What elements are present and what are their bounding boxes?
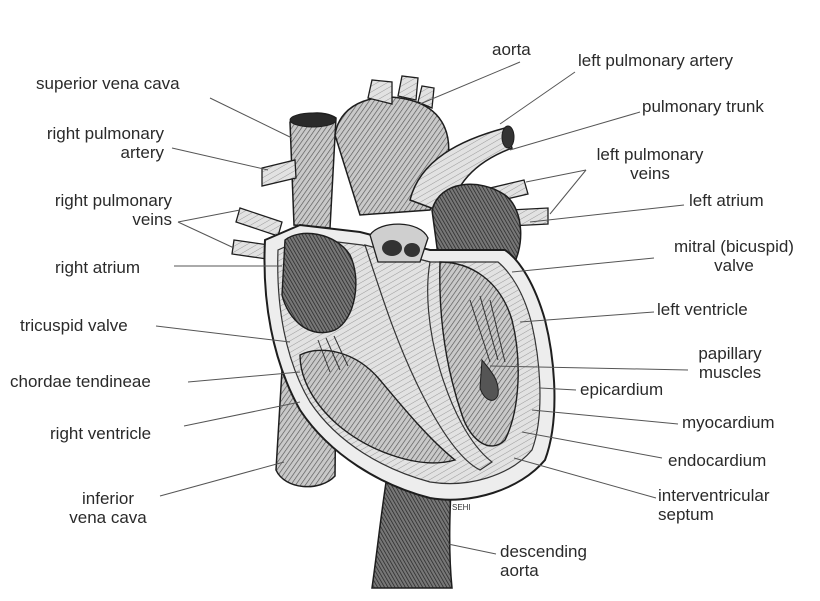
- papillary-muscle: [479, 358, 499, 401]
- label-right-pulmonary-veins-line2: veins: [132, 210, 172, 229]
- label-interventricular-septum-line1: interventricular: [658, 486, 770, 505]
- label-left-pulmonary-veins: left pulmonary veins: [582, 145, 718, 183]
- label-descending-aorta-line2: aorta: [500, 561, 539, 580]
- superior-vena-cava-vessel: [289, 112, 337, 229]
- label-papillary-muscles-line1: papillary: [698, 344, 762, 363]
- label-left-pulmonary-artery: left pulmonary artery: [578, 51, 733, 70]
- aortic-branch-2: [397, 75, 419, 101]
- label-right-ventricle: right ventricle: [50, 424, 152, 443]
- label-mitral-valve-line2: valve: [714, 256, 754, 275]
- chordae-strokes: [317, 295, 506, 373]
- left-ventricle-cavity: [439, 261, 519, 447]
- septum-wall: [364, 244, 494, 471]
- label-right-atrium: right atrium: [55, 258, 141, 277]
- label-epicardium: epicardium: [580, 380, 664, 399]
- label-mitral-valve-line1: mitral (bicuspid): [674, 237, 794, 256]
- label-tricuspid-valve: tricuspid valve: [20, 316, 128, 335]
- label-right-pulmonary-veins: right pulmonary veins: [24, 191, 172, 229]
- label-left-ventricle: left ventricle: [657, 300, 748, 319]
- label-pulmonary-trunk: pulmonary trunk: [642, 97, 764, 116]
- label-left-pulmonary-veins-line1: left pulmonary: [596, 145, 704, 164]
- label-right-pulmonary-artery-line1: right pulmonary: [46, 124, 164, 143]
- aortic-branch-1: [367, 79, 393, 105]
- label-endocardium: endocardium: [668, 451, 767, 470]
- label-inferior-vena-cava: inferior vena cava: [64, 489, 152, 527]
- label-right-pulmonary-artery-line2: artery: [120, 143, 164, 162]
- leader-lines: [155, 61, 689, 555]
- artist-signature: SEHI: [452, 503, 471, 512]
- right-atrium-cavity: [281, 232, 357, 334]
- label-aorta: aorta: [492, 40, 531, 59]
- label-interventricular-septum: interventricular septum: [658, 486, 770, 524]
- label-papillary-muscles-line2: muscles: [698, 363, 762, 382]
- right-ventricle-cavity: [299, 349, 457, 464]
- label-chordae-tendineae: chordae tendineae: [10, 372, 151, 391]
- aortic-branch-3: [417, 85, 435, 109]
- label-descending-aorta-line1: descending: [500, 542, 587, 561]
- right-pulmonary-vein-upper: [235, 207, 283, 237]
- label-descending-aorta: descending aorta: [500, 542, 587, 580]
- label-right-pulmonary-veins-line1: right pulmonary: [54, 191, 172, 210]
- label-superior-vena-cava: superior vena cava: [36, 74, 180, 93]
- label-mitral-valve: mitral (bicuspid) valve: [656, 237, 812, 275]
- label-interventricular-septum-line2: septum: [658, 505, 714, 524]
- label-myocardium: myocardium: [682, 413, 775, 432]
- right-pulmonary-artery-vessel: [261, 159, 297, 187]
- label-inferior-vena-cava-line2: vena cava: [69, 508, 147, 527]
- label-inferior-vena-cava-line1: inferior: [82, 489, 134, 508]
- label-right-pulmonary-artery: right pulmonary artery: [18, 124, 164, 162]
- label-left-atrium: left atrium: [689, 191, 764, 210]
- label-left-pulmonary-veins-line2: veins: [630, 164, 670, 183]
- label-papillary-muscles: papillary muscles: [688, 344, 772, 382]
